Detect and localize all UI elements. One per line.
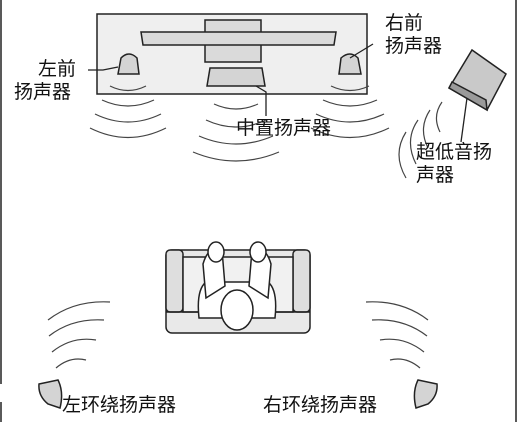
front-right-leader [349,43,374,59]
listener-left-hand [207,241,225,263]
subwoofer-leader [460,97,468,143]
television [140,19,337,63]
front-left-label: 左前 扬声器 [14,58,77,104]
sofa-right-arm [292,249,311,313]
listener [197,241,277,331]
subwoofer-label: 超低音扬 声器 [416,141,492,187]
center-speaker [206,67,266,87]
leader-lines [88,43,468,143]
surround-left-waves [47,301,111,369]
sofa-left-arm [165,249,184,313]
surround-right-label: 右环绕扬声器 [263,394,378,416]
subwoofer-label-line2: 声器 [416,164,455,186]
front-right-label: 右前 扬声器 [385,12,442,58]
front-right-label-line1: 右前 [385,12,424,34]
listener-right-hand [249,241,267,263]
listener-head [220,289,254,331]
surround-right-speaker [413,379,438,409]
front-right-waves [310,85,390,139]
center-leader [255,85,267,116]
front-left-label-line2: 扬声器 [14,81,72,103]
front-left-label-line1: 左前 [38,58,77,80]
subwoofer [447,48,507,112]
center-waves [192,103,280,162]
front-right-speaker [338,53,362,75]
surround-left-speaker [38,379,63,409]
tv-screen [140,31,337,46]
center-label: 中置扬声器 [236,117,332,139]
front-left-leader [88,66,119,71]
subwoofer-base [448,80,488,112]
surround-left-label: 左环绕扬声器 [62,394,177,416]
front-right-label-line2: 扬声器 [385,35,443,57]
surround-right-waves [365,301,429,369]
subwoofer-waves [398,101,443,179]
front-left-speaker [117,53,140,75]
subwoofer-label-line1: 超低音扬 [416,141,493,163]
front-left-waves [89,85,167,139]
